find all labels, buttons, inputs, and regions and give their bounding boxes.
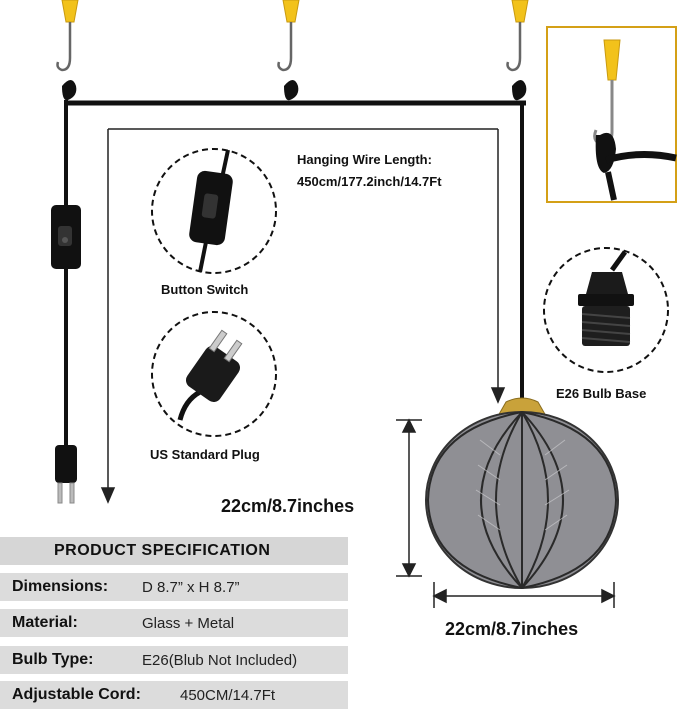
spec-value: 450CM/14.7Ft: [180, 687, 276, 704]
hanging-wire-label: Hanging Wire Length:: [297, 152, 432, 167]
switch-closeup-icon: [189, 149, 233, 273]
button-switch-label: Button Switch: [161, 282, 249, 297]
spec-title: PRODUCT SPECIFICATION: [54, 542, 271, 559]
spec-key: Dimensions:: [12, 578, 109, 595]
us-plug-closeup-icon: [177, 329, 243, 421]
height-dimension-arrow: [396, 418, 422, 578]
bulb-base-label: E26 Bulb Base: [556, 386, 647, 401]
bulb-base-detail-circle: [543, 247, 669, 373]
spec-key: Adjustable Cord:: [12, 686, 141, 703]
spec-value: Glass + Metal: [142, 615, 235, 632]
spec-value: E26(Blub Not Included): [142, 652, 298, 669]
spec-key: Bulb Type:: [12, 651, 94, 668]
pendant-lamp-image: [425, 385, 619, 589]
switch-detail-circle: [151, 148, 277, 274]
wall-anchor-icon: [56, 0, 79, 72]
spec-value: D 8.7” x H 8.7”: [142, 579, 240, 596]
spec-header: PRODUCT SPECIFICATION: [0, 537, 348, 565]
inline-switch-icon: [51, 205, 81, 269]
width-dimension-label: 22cm/8.7inches: [445, 619, 579, 639]
width-dimension-arrow: [432, 582, 616, 608]
spec-row-material: Material: Glass + Metal: [0, 609, 348, 637]
plug-icon: [55, 445, 77, 504]
plug-detail-circle: [151, 311, 277, 437]
spec-row-dimensions: Dimensions: D 8.7” x H 8.7”: [0, 573, 348, 601]
e26-socket-icon: [578, 250, 634, 346]
cord-clip-icon: [62, 80, 527, 101]
wall-anchor-icon: [277, 0, 300, 72]
hanging-wire-value: 450cm/177.2inch/14.7Ft: [297, 174, 442, 189]
us-plug-label: US Standard Plug: [150, 447, 260, 462]
wall-anchor-icon: [506, 0, 529, 72]
height-dimension-label: 22cm/8.7inches: [221, 496, 355, 516]
wire-length-arrow: [100, 128, 506, 504]
spec-row-adjustable-cord: Adjustable Cord: 450CM/14.7Ft: [0, 681, 348, 709]
hook-closeup-icon: [593, 39, 677, 201]
spec-row-bulb-type: Bulb Type: E26(Blub Not Included): [0, 646, 348, 674]
spec-key: Material:: [12, 614, 78, 631]
